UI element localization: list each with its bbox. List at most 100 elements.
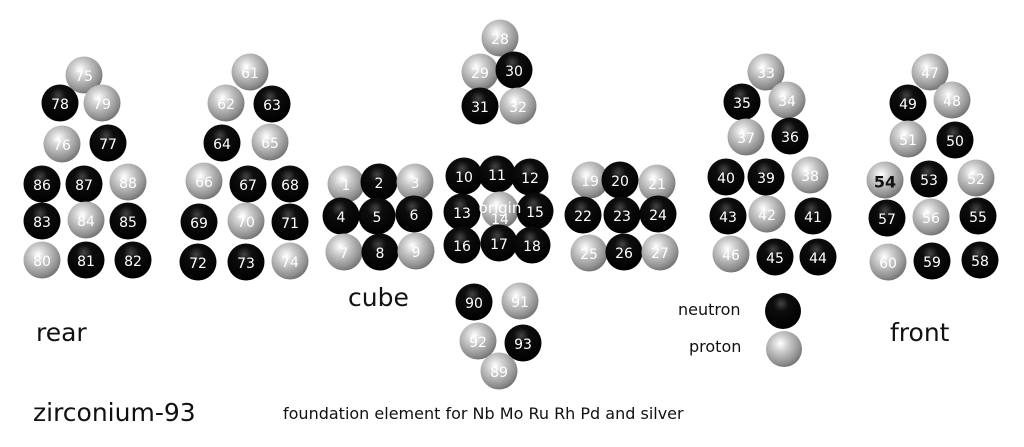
neutron-ball-10: 10 [445, 157, 483, 195]
particle-number: 44 [809, 251, 827, 267]
particle-number: 79 [93, 97, 111, 113]
particle-number: 81 [77, 254, 95, 270]
proton-ball-34: 34 [768, 81, 806, 119]
proton-ball-28: 28 [481, 19, 519, 57]
neutron-ball-83: 83 [23, 202, 61, 240]
particle-number: 67 [239, 178, 257, 194]
particle-number: 86 [33, 178, 51, 194]
neutron-ball-17: 17 [480, 224, 518, 262]
particle-number: 25 [580, 247, 598, 263]
particle-number: 84 [77, 214, 95, 230]
neutron-ball-6: 6 [395, 195, 433, 233]
neutron-ball-50: 50 [936, 121, 974, 159]
neutron-ball-30: 30 [495, 51, 533, 89]
neutron-ball-81: 81 [67, 241, 105, 279]
particle-number: 33 [757, 66, 775, 82]
proton-ball-89: 89 [480, 352, 518, 390]
origin-label: origin [479, 199, 522, 217]
neutron-ball-16: 16 [443, 226, 481, 264]
particle-number: 47 [921, 66, 939, 82]
particle-number: 1 [342, 178, 351, 194]
proton-ball-19: 19 [571, 161, 609, 199]
particle-number: 88 [119, 176, 137, 192]
legend-proton-ball [766, 331, 802, 367]
proton-ball-56: 56 [912, 198, 950, 236]
particle-number: 41 [804, 210, 822, 226]
particle-number: 39 [757, 171, 775, 187]
neutron-ball-78: 78 [41, 84, 79, 122]
particle-number: 32 [509, 100, 527, 116]
particle-number: 5 [373, 210, 382, 226]
neutron-ball-2: 2 [360, 163, 398, 201]
neutron-ball-20: 20 [601, 161, 639, 199]
neutron-ball-44: 44 [799, 238, 837, 276]
particle-number: 7 [340, 246, 349, 262]
particle-number: 10 [455, 170, 473, 186]
neutron-ball-49: 49 [889, 84, 927, 122]
neutron-ball-57: 57 [868, 199, 906, 237]
particle-number: 13 [453, 206, 471, 222]
neutron-ball-24: 24 [639, 195, 677, 233]
neutron-ball-41: 41 [794, 197, 832, 235]
particle-number: 65 [261, 136, 279, 152]
particle-number: 92 [469, 335, 487, 351]
neutron-ball-67: 67 [229, 165, 267, 203]
particle-number: 58 [971, 254, 989, 270]
neutron-ball-64: 64 [203, 124, 241, 162]
legend-neutron-ball [765, 293, 801, 329]
particle-number: 77 [99, 137, 117, 153]
neutron-ball-45: 45 [756, 238, 794, 276]
particle-number: 45 [766, 251, 784, 267]
neutron-ball-73: 73 [227, 243, 265, 281]
particle-number: 52 [967, 172, 985, 188]
particle-number: 16 [453, 239, 471, 255]
neutron-ball-31: 31 [461, 87, 499, 125]
particle-number: 50 [946, 134, 964, 150]
particle-number: 68 [281, 178, 299, 194]
neutron-ball-12: 12 [511, 158, 549, 196]
front-label: front [890, 318, 950, 347]
particle-number: 8 [376, 246, 385, 262]
particle-number: 55 [969, 210, 987, 226]
particle-number: 90 [465, 296, 483, 312]
neutron-ball-72: 72 [179, 243, 217, 281]
neutron-ball-93: 93 [504, 324, 542, 362]
proton-ball-70: 70 [227, 202, 265, 240]
proton-ball-29: 29 [461, 53, 499, 91]
proton-ball-54: 54 [866, 161, 904, 199]
neutron-ball-55: 55 [959, 197, 997, 235]
particle-number: 2 [375, 176, 384, 192]
caption: foundation element for Nb Mo Ru Rh Pd an… [283, 404, 684, 423]
particle-number: 83 [33, 215, 51, 231]
neutron-ball-23: 23 [603, 196, 641, 234]
proton-ball-32: 32 [499, 87, 537, 125]
proton-ball-37: 37 [727, 118, 765, 156]
particle-number: 37 [737, 131, 755, 147]
particle-number: 19 [581, 174, 599, 190]
neutron-ball-87: 87 [65, 165, 103, 203]
proton-ball-51: 51 [889, 120, 927, 158]
proton-ball-66: 66 [185, 162, 223, 200]
neutron-ball-4: 4 [322, 197, 360, 235]
particle-number: 76 [53, 138, 71, 154]
proton-ball-79: 79 [83, 84, 121, 122]
particle-number: 23 [613, 209, 631, 225]
particle-number: 85 [119, 215, 137, 231]
particle-number: 27 [651, 246, 669, 262]
proton-ball-25: 25 [570, 234, 608, 272]
particle-number: 29 [471, 66, 489, 82]
neutron-ball-86: 86 [23, 165, 61, 203]
neutron-ball-36: 36 [771, 117, 809, 155]
particle-number: 71 [281, 216, 299, 232]
particle-number: 14 [491, 212, 509, 228]
particle-number: 51 [899, 133, 917, 149]
neutron-ball-40: 40 [707, 158, 745, 196]
neutron-ball-77: 77 [89, 124, 127, 162]
neutron-ball-35: 35 [723, 83, 761, 121]
particle-number: 91 [511, 295, 529, 311]
